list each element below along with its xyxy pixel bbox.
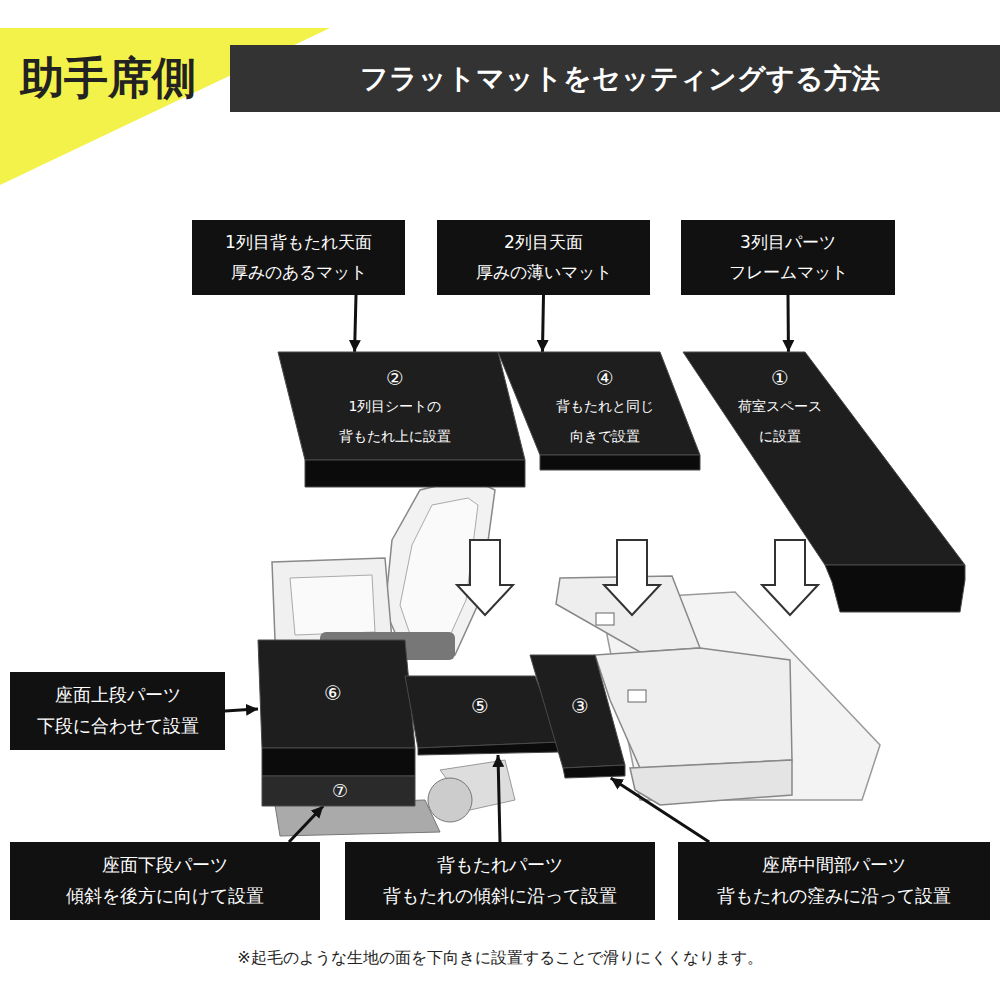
mat-face [540, 455, 700, 470]
mat-face [825, 565, 965, 612]
callout-number: ② [320, 365, 470, 391]
mat-part: ④背もたれと同じ 向きで設置 [498, 352, 700, 470]
callout-text: 背もたれパーツ 背もたれの傾斜に沿って設置 [355, 850, 645, 911]
mat-face [262, 748, 415, 776]
leader-arrow [787, 295, 790, 352]
leader-arrow [225, 709, 258, 711]
callout-number: ③ [560, 694, 600, 718]
label-wrap: 助手席側 [20, 45, 230, 112]
down-arrow [457, 540, 513, 615]
callout-number: ① [725, 365, 835, 391]
mat-face [530, 655, 625, 768]
latch-icon [596, 613, 614, 625]
callout-number: ④ [545, 365, 665, 391]
mat-part: ①荷室スペース に設置 [683, 352, 968, 615]
callout-box: 座面下段パーツ 傾斜を後方に向けて設置 [10, 842, 320, 920]
mat-part: ⑦ [262, 776, 415, 806]
side-heading: 助手席側 [20, 49, 196, 108]
callout-text: 座面上段パーツ 下段に合わせて設置 [20, 680, 215, 741]
mat-face [262, 776, 415, 806]
leader-arrow [498, 755, 500, 842]
callout-box: 背もたれパーツ 背もたれの傾斜に沿って設置 [345, 842, 655, 920]
callout-text: 2列目天面 厚みの薄いマット [447, 228, 640, 288]
callout-number: ⑤ [460, 694, 500, 718]
callout-text: 1列目背もたれ天面 厚みのあるマット [202, 228, 395, 288]
mat-part: ③ [530, 655, 625, 778]
down-arrow [604, 540, 660, 615]
leader-arrow [542, 295, 543, 352]
mat-face [405, 676, 560, 748]
leader-arrow [289, 806, 323, 842]
leader-arrow [355, 295, 356, 352]
seatback-panel [400, 498, 478, 640]
down-arrow [762, 540, 818, 615]
mat-instruction: 背もたれと同じ 向きで設置 [545, 391, 665, 451]
seat-bolster-inner [290, 575, 375, 635]
mat-part: ⑤ [405, 676, 560, 755]
callout-text: 座席中間部パーツ 背もたれの窪みに沿って設置 [688, 850, 980, 911]
callout-number: ⑥ [313, 681, 353, 705]
leader-arrow [611, 778, 709, 842]
callout-box: 2列目天面 厚みの薄いマット [437, 220, 650, 295]
mat-part: ⑥ [258, 640, 415, 778]
callout-box: 1列目背もたれ天面 厚みのあるマット [192, 220, 405, 295]
callout-box: 3列目パーツ フレームマット [681, 220, 895, 295]
mat-face [305, 460, 525, 487]
footnote: ※起毛のような生地の面を下向きに設置することで滑りにくくなります。 [20, 948, 980, 969]
title-wrap: フラットマットをセッティングする方法 [240, 45, 1000, 112]
mat-shape [683, 352, 968, 615]
bench-seat [595, 648, 792, 768]
title-bar [230, 45, 1000, 112]
bench-base [630, 760, 792, 805]
mat-part: ②1列目シートの 背もたれ上に設置 [278, 352, 525, 487]
mat-face [258, 640, 415, 748]
mat-face [278, 352, 525, 460]
callout-number: ⑦ [320, 779, 360, 803]
title: フラットマットをセッティングする方法 [360, 60, 880, 98]
mat-face [418, 742, 560, 755]
callout-text: 座面下段パーツ 傾斜を後方に向けて設置 [20, 850, 310, 911]
seat-knob [428, 778, 472, 822]
mat-face [683, 352, 965, 565]
mat-shape [258, 640, 415, 778]
callout-text: 3列目パーツ フレームマット [691, 228, 885, 288]
mat-face [563, 765, 625, 778]
mat-face [498, 352, 700, 455]
mat-instruction: 荷室スペース に設置 [725, 391, 835, 451]
callout-box: 座面上段パーツ 下段に合わせて設置 [10, 672, 225, 750]
latch-icon [628, 690, 646, 702]
mat-instruction: 1列目シートの 背もたれ上に設置 [320, 391, 470, 451]
caption-wrap: ※起毛のような生地の面を下向きに設置することで滑りにくくなります。 [20, 948, 980, 969]
callout-box: 座席中間部パーツ 背もたれの窪みに沿って設置 [678, 842, 990, 920]
